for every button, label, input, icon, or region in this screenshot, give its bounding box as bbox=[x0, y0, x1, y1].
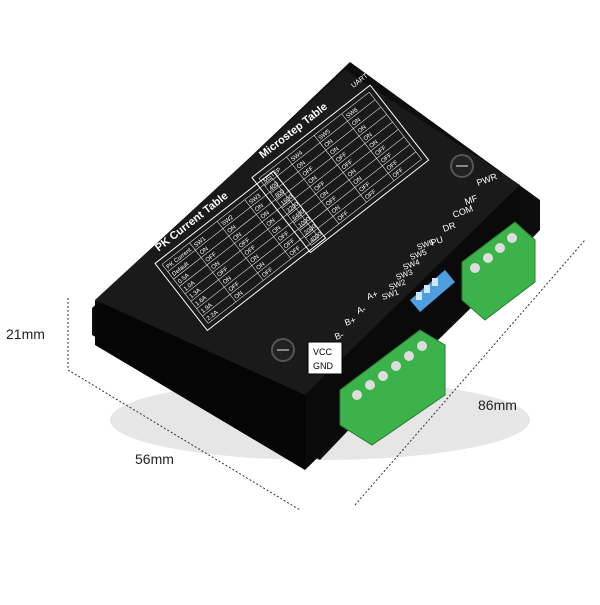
microstep-cell: 400 bbox=[268, 181, 280, 192]
current-cell: ON bbox=[254, 203, 265, 213]
current-cell: ON bbox=[234, 290, 245, 300]
motor-label: A- bbox=[355, 303, 367, 315]
current-cell: ON bbox=[272, 225, 283, 235]
height-dimension-label: 21mm bbox=[6, 326, 45, 342]
width-dimension-label: 56mm bbox=[135, 451, 174, 467]
microstep-cell: ON bbox=[331, 205, 342, 215]
length-dimension-line bbox=[354, 239, 586, 506]
power-label-box: VCC GND bbox=[307, 341, 343, 375]
gnd-label: GND bbox=[313, 361, 334, 371]
width-dimension-line bbox=[67, 369, 301, 511]
current-cell: ON bbox=[255, 261, 266, 271]
current-cell: ON bbox=[232, 232, 243, 242]
microstep-cell: 800 bbox=[274, 188, 286, 199]
current-cell: ON bbox=[222, 276, 233, 286]
microstep-cell: ON bbox=[296, 160, 307, 170]
microstep-cell: ON bbox=[347, 168, 358, 178]
microstep-cell: ON bbox=[308, 175, 319, 185]
length-dimension-label: 86mm bbox=[478, 397, 517, 413]
microstep-cell: ON bbox=[324, 139, 335, 149]
current-cell: ON bbox=[250, 254, 261, 264]
current-cell: ON bbox=[266, 218, 277, 228]
power-terminal-block bbox=[339, 329, 446, 446]
dip-switch bbox=[410, 270, 455, 312]
current-cell: ON bbox=[199, 246, 210, 256]
signal-terminal-block bbox=[461, 221, 536, 321]
current-cell: ON bbox=[227, 225, 238, 235]
microstep-cell: ON bbox=[369, 139, 380, 149]
signal-label-dr: DR bbox=[441, 220, 457, 234]
current-cell: ON bbox=[260, 210, 271, 220]
current-cell: ON bbox=[211, 261, 222, 271]
motor-labels: A+A-B+B- bbox=[333, 289, 379, 342]
signal-label-pu: PU bbox=[429, 234, 444, 248]
front-face bbox=[95, 300, 305, 470]
microstep-cell: ON bbox=[329, 146, 340, 156]
vcc-label: VCC bbox=[313, 347, 333, 357]
microstep-cell: ON bbox=[363, 132, 374, 142]
microstep-cell: ON bbox=[351, 117, 362, 127]
motor-label: B+ bbox=[343, 315, 357, 328]
motor-label: B- bbox=[333, 329, 345, 341]
top-face bbox=[95, 70, 520, 395]
microstep-cell: ON bbox=[357, 125, 368, 135]
microstep-cell: ON bbox=[319, 190, 330, 200]
signal-label-mf: MF bbox=[463, 193, 479, 207]
microstep-cell: ON bbox=[353, 176, 364, 186]
motor-label: A+ bbox=[365, 289, 379, 302]
